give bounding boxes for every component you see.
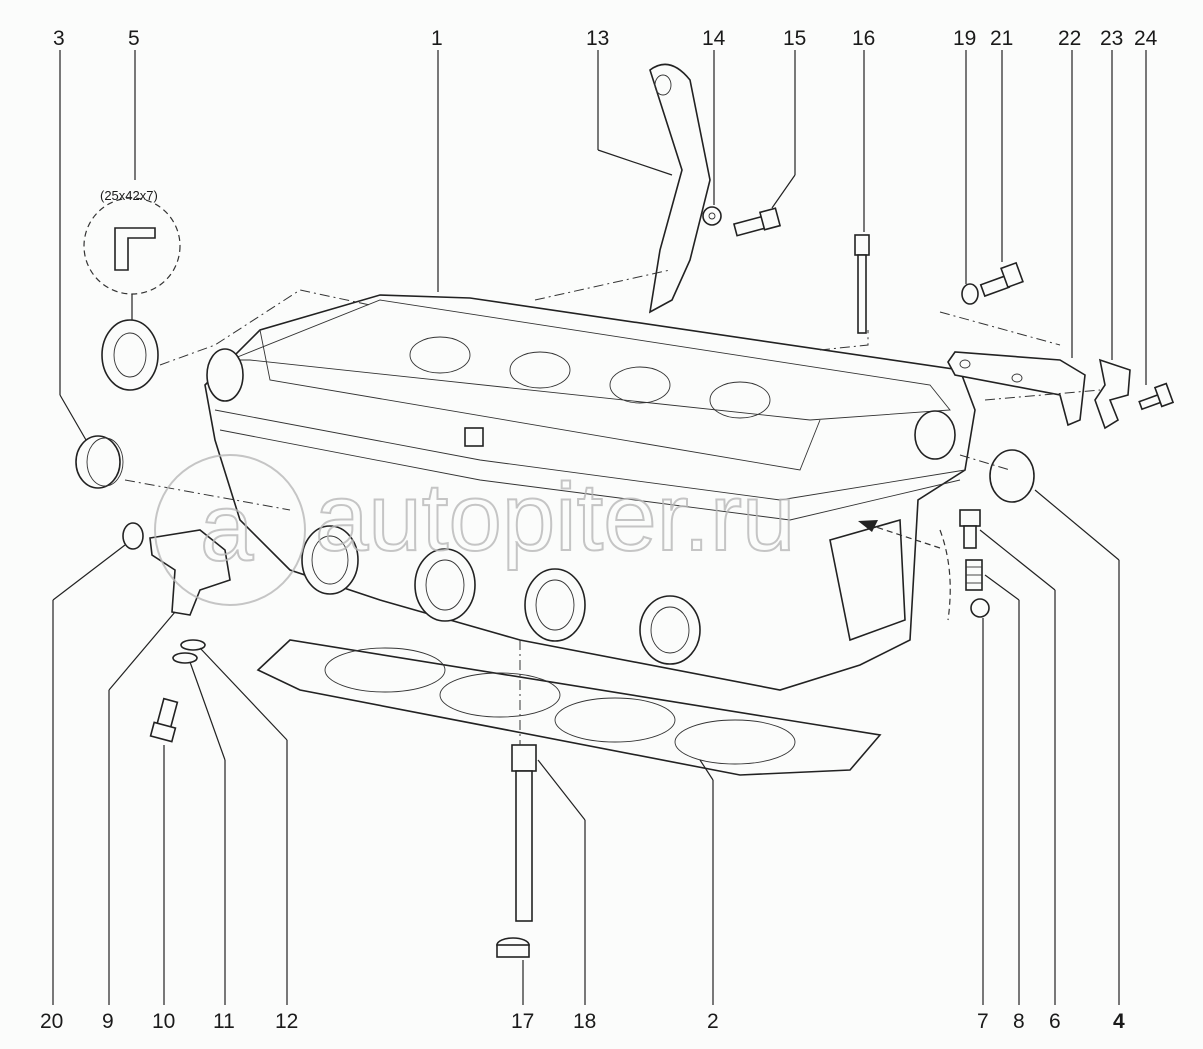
arrow-icon (858, 520, 878, 532)
washer (702, 206, 722, 226)
seal-detail-circle (83, 197, 181, 295)
callout-3: 3 (53, 27, 65, 50)
svg-text:autopiter.ru: autopiter.ru (315, 464, 795, 571)
callout-11: 11 (213, 1010, 235, 1033)
callout-12: 12 (275, 1010, 298, 1033)
callout-9: 9 (102, 1010, 114, 1033)
callout-14: 14 (702, 27, 726, 50)
callout-4: 4 (1113, 1010, 1125, 1033)
watermark: a autopiter.ru (154, 454, 796, 606)
seal-section (114, 227, 156, 271)
screw-6 (959, 509, 981, 549)
callout-13: 13 (586, 27, 609, 50)
callout-22: 22 (1058, 27, 1081, 50)
callout-2: 2 (707, 1010, 719, 1033)
callout-16: 16 (852, 27, 875, 50)
svg-text:a: a (200, 474, 254, 581)
plug-4 (989, 449, 1035, 503)
bolt-15 (732, 207, 782, 237)
screw-24 (1138, 382, 1175, 411)
ring-11 (172, 652, 198, 664)
spring-8 (965, 559, 983, 591)
alignment-lines (124, 269, 1101, 745)
head-bolt-18 (511, 744, 537, 922)
callout-19: 19 (953, 27, 976, 50)
bolt-21 (979, 261, 1024, 298)
sensor-9 (149, 529, 231, 616)
callout-6: 6 (1049, 1010, 1061, 1033)
leader-lines (52, 50, 1147, 1005)
plug-3 (75, 435, 124, 489)
callout-18: 18 (573, 1010, 596, 1033)
washer-19 (961, 283, 979, 305)
ring-12 (180, 639, 206, 651)
head-gasket (256, 639, 882, 776)
lifting-bracket (648, 63, 711, 314)
callout-10: 10 (152, 1010, 175, 1033)
callout-23: 23 (1100, 27, 1123, 50)
seal-dimension-label: (25x42x7) (100, 188, 158, 203)
bolt-16 (854, 234, 870, 334)
callout-5: 5 (128, 27, 140, 50)
callout-15: 15 (783, 27, 806, 50)
bolt-10 (149, 697, 179, 743)
bracket-22 (947, 351, 1086, 427)
o-ring-20 (122, 522, 144, 550)
cylinder-head (204, 294, 976, 691)
assembly-path (939, 529, 951, 621)
washer-17 (496, 937, 530, 958)
callout-8: 8 (1013, 1010, 1025, 1033)
callout-20: 20 (40, 1010, 63, 1033)
callout-7: 7 (977, 1010, 989, 1033)
callout-17: 17 (511, 1010, 534, 1033)
oil-seal (101, 319, 159, 391)
callout-1: 1 (431, 27, 443, 50)
ball-7 (970, 598, 990, 618)
callout-21: 21 (990, 27, 1013, 50)
clip-23 (1094, 358, 1131, 430)
callout-24: 24 (1134, 27, 1158, 50)
